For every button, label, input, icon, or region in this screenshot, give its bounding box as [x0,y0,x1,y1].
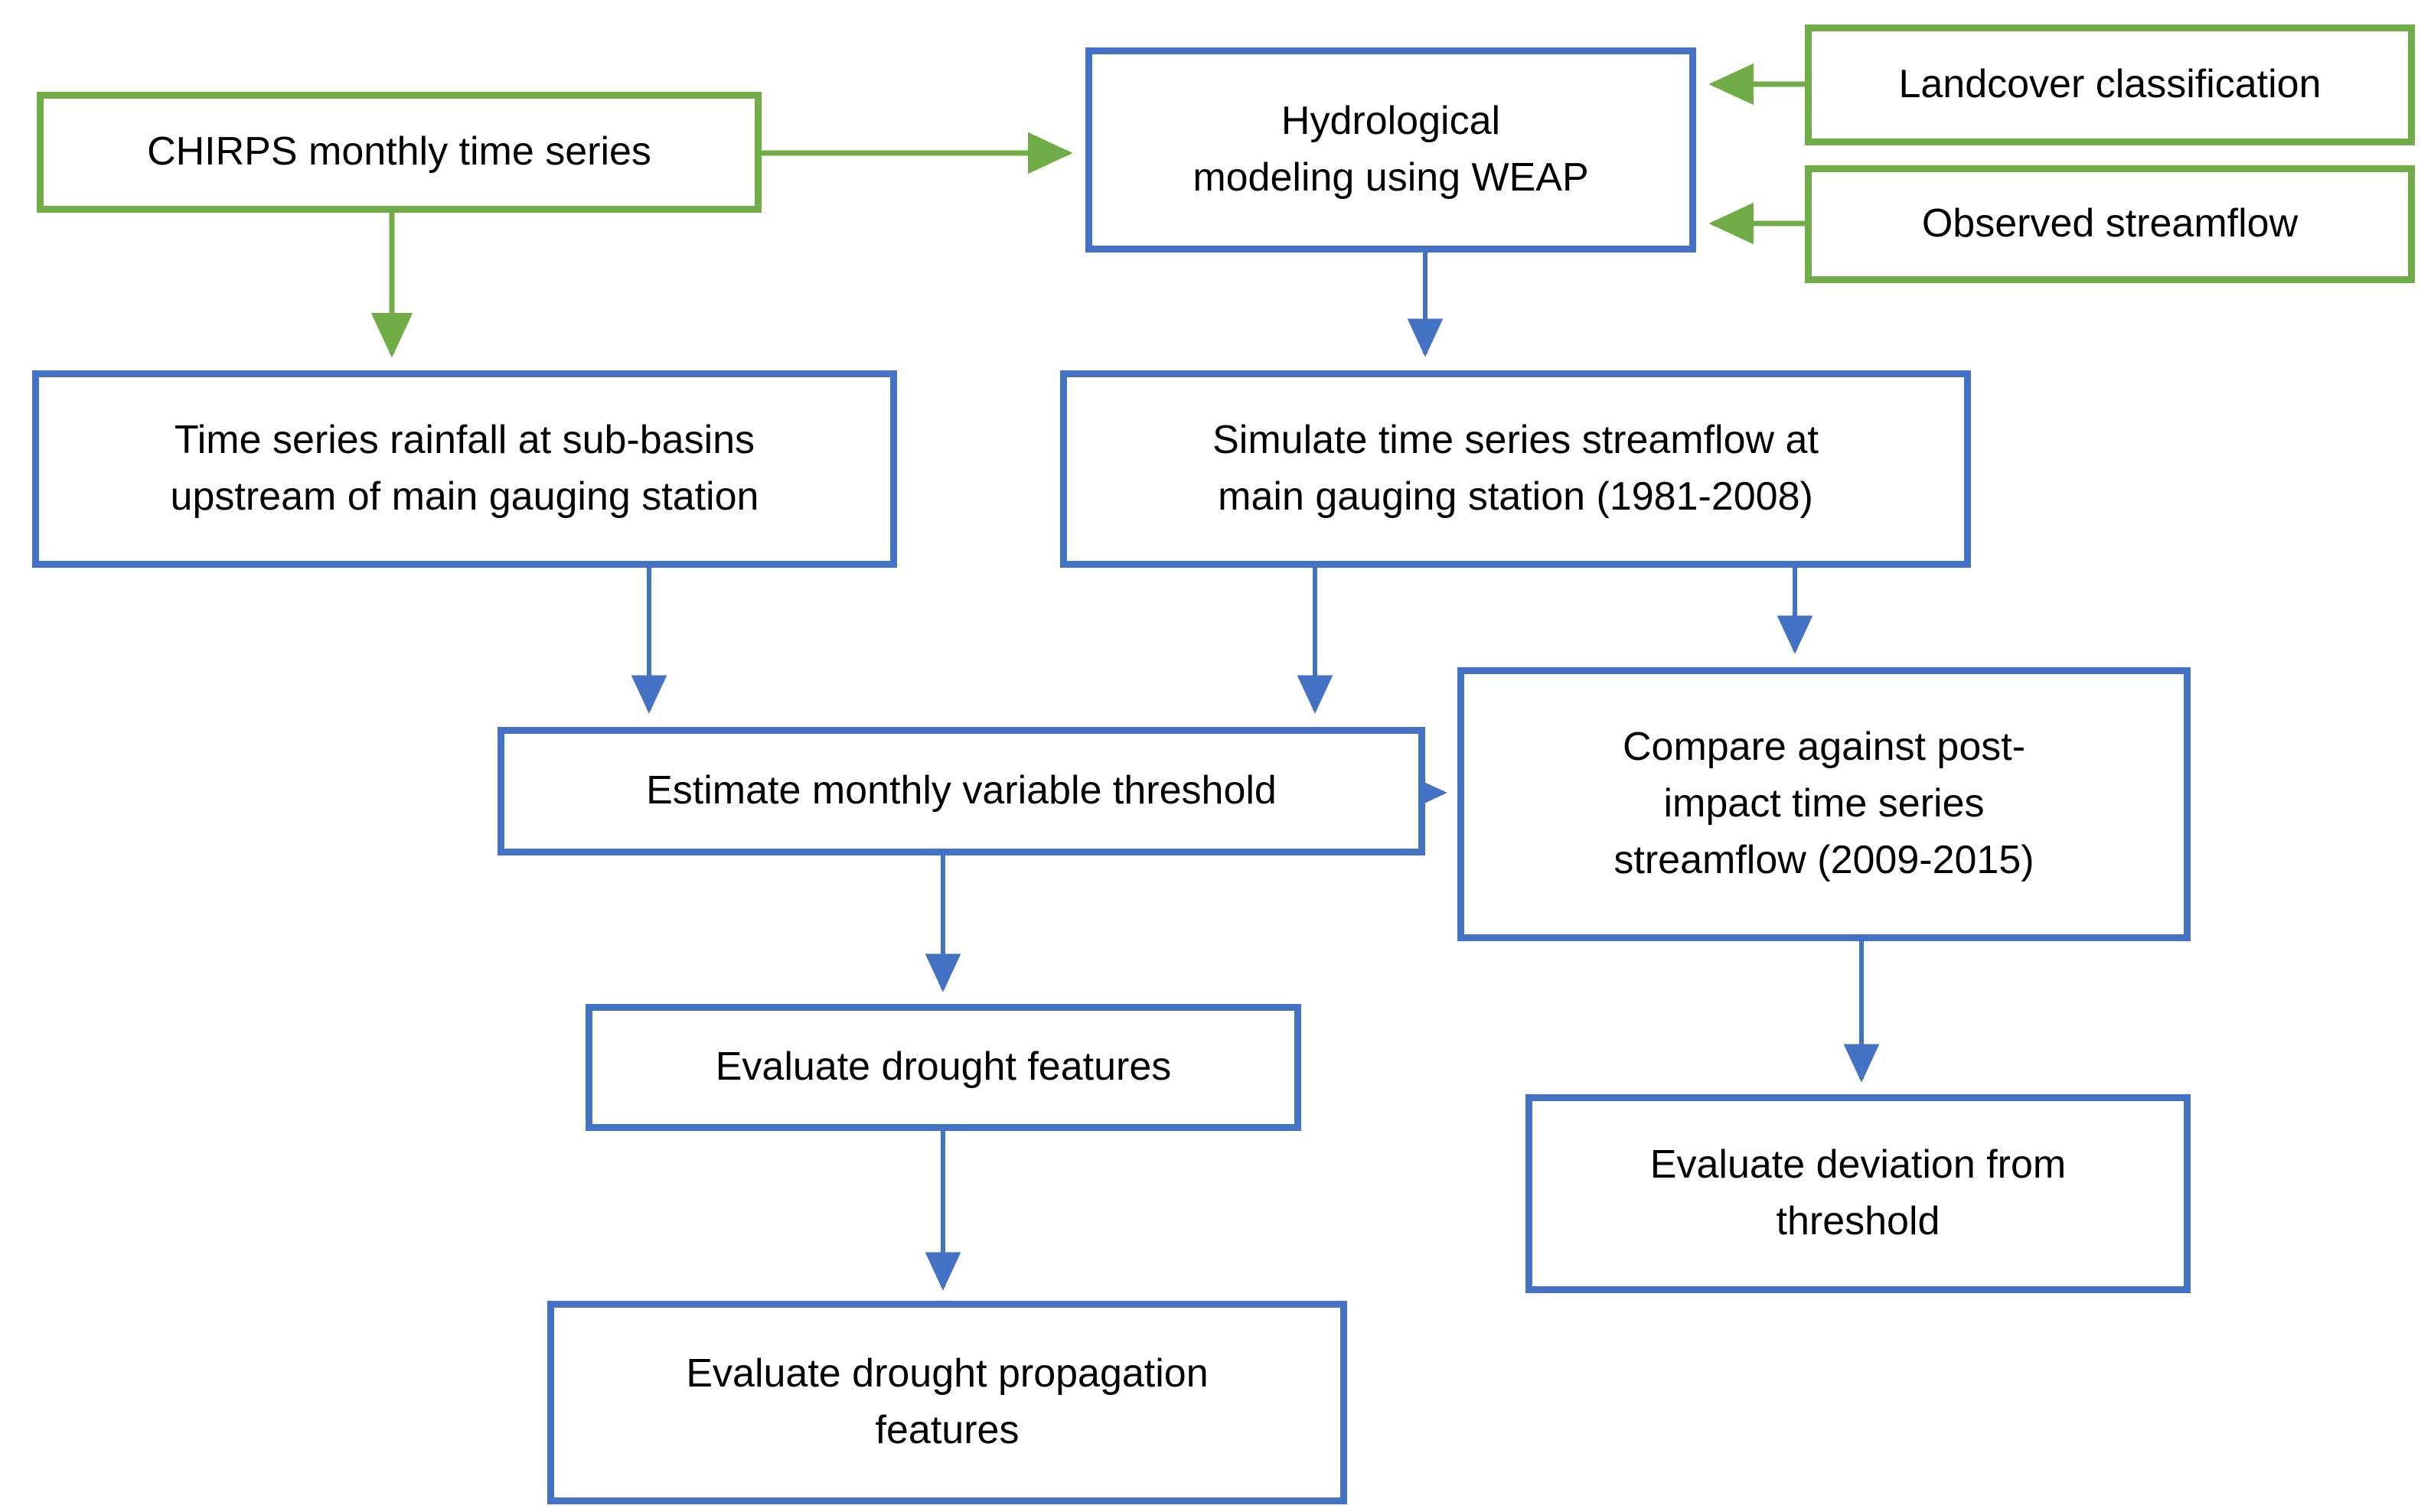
node-estimate-monthly-variable-threshold[interactable]: Estimate monthly variable threshold [498,727,1425,855]
node-simulate-time-series-streamflow[interactable]: Simulate time series streamflow at main … [1060,370,1971,568]
node-chirps-monthly-time-series[interactable]: CHIRPS monthly time series [37,92,762,213]
node-label: Hydrological modeling using WEAP [1193,99,1589,200]
node-label: Landcover classification [1898,62,2321,107]
node-label: Estimate monthly variable threshold [646,768,1277,813]
node-hydrological-modeling-weap[interactable]: Hydrological modeling using WEAP [1085,47,1696,253]
node-compare-against-post-impact[interactable]: Compare against post- impact time series… [1457,667,2191,941]
node-label: Evaluate deviation from threshold [1649,1142,2067,1243]
node-label: Simulate time series streamflow at main … [1212,418,1819,519]
node-label: Compare against post- impact time series… [1613,725,2034,882]
node-evaluate-deviation-from-threshold[interactable]: Evaluate deviation from threshold [1525,1094,2191,1293]
node-time-series-rainfall-sub-basins[interactable]: Time series rainfall at sub-basins upstr… [32,370,897,568]
node-label: Observed streamflow [1921,201,2299,246]
node-label: Evaluate drought propagation features [686,1351,1209,1452]
node-evaluate-drought-propagation-features[interactable]: Evaluate drought propagation features [547,1301,1347,1504]
node-label: Evaluate drought features [715,1044,1172,1090]
node-landcover-classification[interactable]: Landcover classification [1805,24,2415,145]
node-evaluate-drought-features[interactable]: Evaluate drought features [586,1004,1301,1131]
node-observed-streamflow[interactable]: Observed streamflow [1805,165,2415,283]
node-label: CHIRPS monthly time series [147,129,651,174]
node-label: Time series rainfall at sub-basins upstr… [170,418,759,519]
